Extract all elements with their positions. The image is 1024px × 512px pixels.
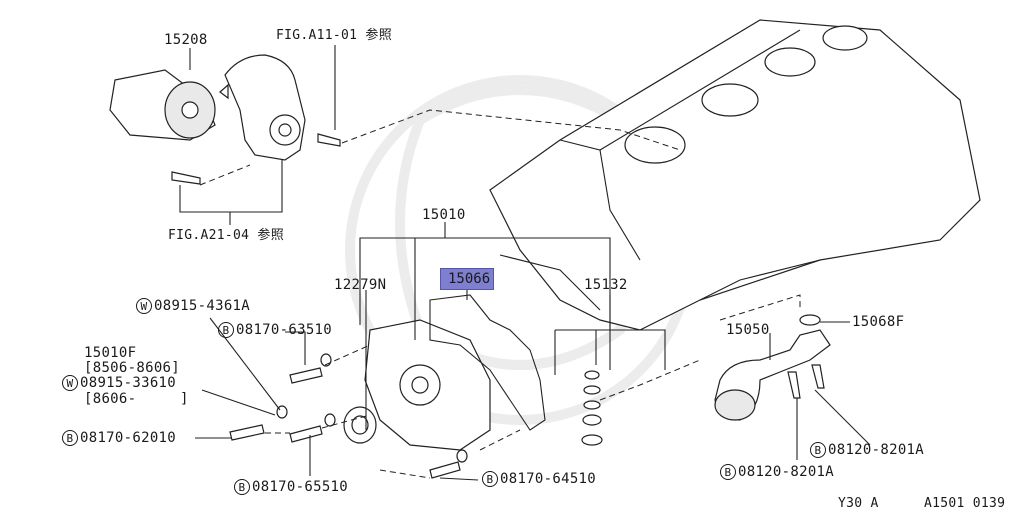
gasket xyxy=(429,254,601,431)
seal-stack xyxy=(581,370,603,446)
bolt-badge: B xyxy=(62,430,78,446)
label-12279n: 12279N xyxy=(334,277,387,293)
text-w08915-33610: 08915-33610 xyxy=(80,375,177,391)
text-b08120-8201a-1: 08120-8201A xyxy=(828,442,925,458)
bolt-badge: B xyxy=(810,442,826,458)
bolt-badge: B xyxy=(234,479,250,495)
label-15208: 15208 xyxy=(164,32,208,48)
label-15132: 15132 xyxy=(584,277,628,293)
label-fig-a21: FIG.A21-04 参照 xyxy=(168,228,284,243)
bolt-badge: B xyxy=(218,322,234,338)
washer-badge: W xyxy=(62,375,78,391)
oil-filter xyxy=(109,69,216,141)
text-b08170-64510: 08170-64510 xyxy=(500,471,597,487)
oil-strainer xyxy=(714,314,831,421)
label-15050: 15050 xyxy=(726,322,770,338)
text-b08170-65510: 08170-65510 xyxy=(252,479,349,495)
bolt-badge: B xyxy=(482,471,498,487)
dashed-lines xyxy=(199,109,801,479)
highlight-15066[interactable] xyxy=(440,268,494,290)
filter-bracket xyxy=(219,54,306,161)
text-b08170-62010: 08170-62010 xyxy=(80,430,177,446)
label-15068f: 15068F xyxy=(852,314,905,330)
label-range-2: [8606- ] xyxy=(84,391,189,407)
footer-model: Y30 A xyxy=(838,496,879,511)
bolt-badge: B xyxy=(720,464,736,480)
text-b08170-63510: 08170-63510 xyxy=(236,322,333,338)
washer-badge: W xyxy=(136,298,152,314)
front-cover xyxy=(343,319,491,451)
engine-block xyxy=(489,19,981,331)
text-w08915-4361a: 08915-4361A xyxy=(154,298,251,314)
leader-lines xyxy=(179,45,871,481)
label-range-1: [8506-8606] xyxy=(84,360,181,376)
label-15010f: 15010F xyxy=(84,345,137,361)
filter-bolts xyxy=(171,133,341,185)
footer-code: A1501 0139 xyxy=(924,496,1006,511)
label-15066[interactable]: 15066 xyxy=(448,271,491,287)
label-15010: 15010 xyxy=(422,207,466,223)
text-b08120-8201a-2: 08120-8201A xyxy=(738,464,835,480)
label-fig-a11: FIG.A11-01 参照 xyxy=(276,28,392,43)
